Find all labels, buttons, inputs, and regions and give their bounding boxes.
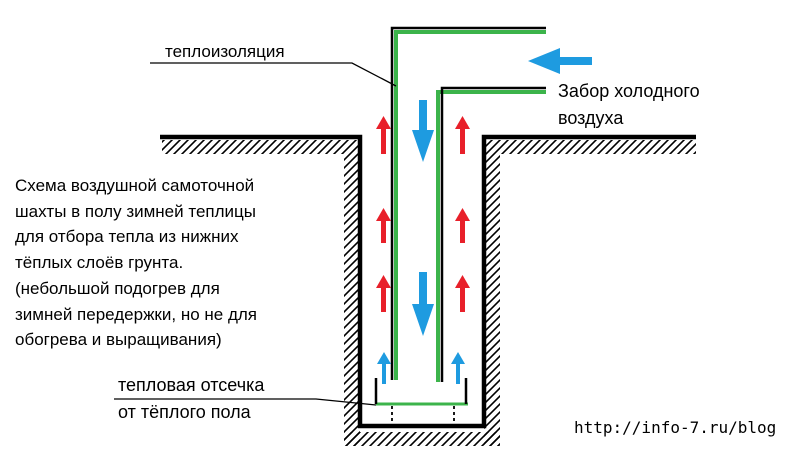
- description-line: зимней передержки, но не для: [15, 304, 257, 324]
- source-url: http://info-7.ru/blog: [574, 418, 777, 437]
- cutoff-label-line: от тёплого пола: [118, 402, 251, 422]
- soil-hatching: [162, 140, 696, 446]
- intake-label-line: воздуха: [558, 108, 624, 128]
- warm-air-up-arrow: [455, 116, 470, 154]
- warm-air-up-arrow: [376, 208, 391, 243]
- description-line: для отбора тепла из нижних: [15, 227, 239, 247]
- warm-air-up-arrow: [376, 116, 391, 154]
- air-rise-arrow: [451, 352, 465, 384]
- insulation-label: теплоизоляция: [165, 42, 285, 61]
- description-line: (небольшой подогрев для: [15, 278, 220, 298]
- pipe-outer-wall: [390, 26, 546, 380]
- cold-air-intake-arrow: [528, 48, 592, 74]
- thermal-cutoff-plate: [374, 378, 468, 424]
- warm-air-up-arrow: [455, 208, 470, 243]
- description-line: тёплых слоёв грунта.: [15, 253, 184, 273]
- cold-air-down-arrow: [412, 272, 434, 336]
- leader-lines: [114, 62, 397, 406]
- description-line: шахты в полу зимней теплицы: [15, 201, 256, 221]
- air-rise-arrow: [377, 352, 391, 384]
- pipe-inner-wall: [436, 86, 546, 382]
- warm-air-up-arrow: [376, 275, 391, 312]
- diagram-description: Схема воздушной самоточной шахты в полу …: [15, 173, 257, 353]
- thermal-cutoff-label: тепловая отсечка от тёплого пола: [118, 372, 264, 426]
- cutoff-label-line: тепловая отсечка: [118, 375, 265, 395]
- description-line: Схема воздушной самоточной: [15, 176, 255, 195]
- warm-air-up-arrow: [455, 275, 470, 312]
- intake-label-line: Забор холодного: [558, 81, 700, 101]
- pit-outline: [160, 134, 696, 429]
- cold-air-intake-label: Забор холодного воздуха: [558, 78, 700, 132]
- description-line: обогрева и выращивания): [15, 330, 222, 350]
- cold-air-down-arrow: [412, 100, 434, 162]
